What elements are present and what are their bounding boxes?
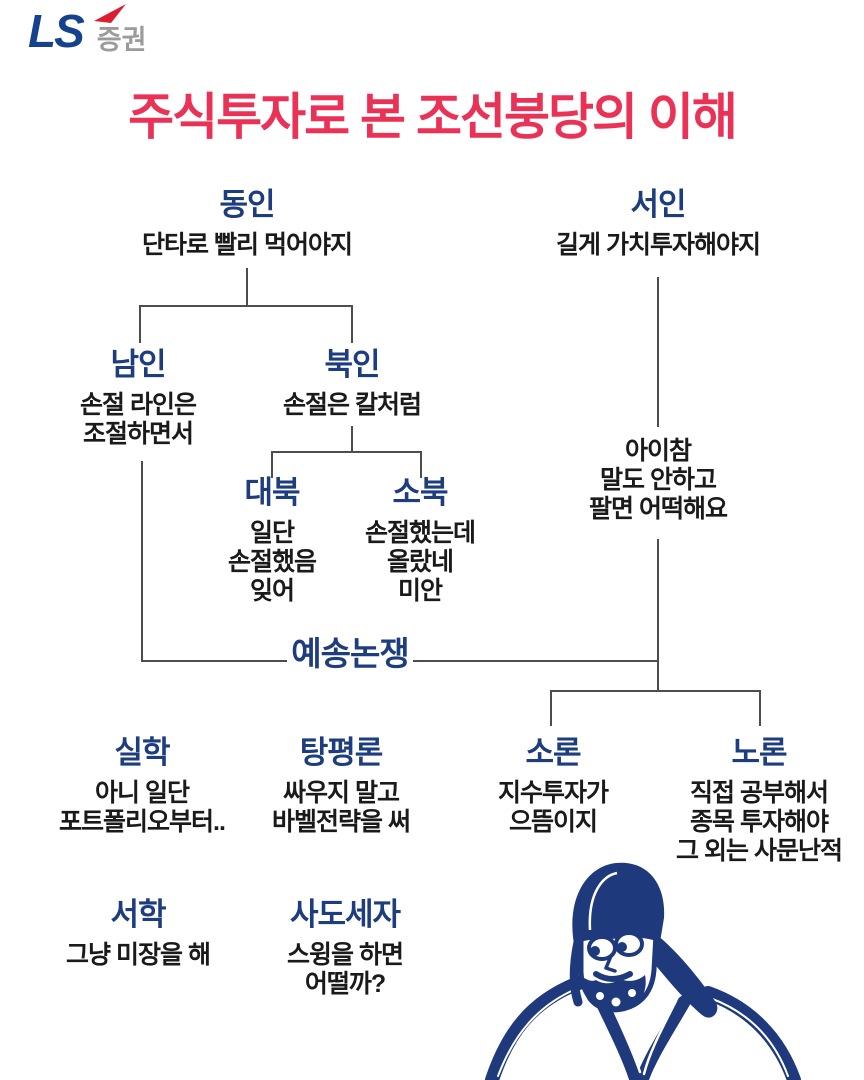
ls-securities-logo: LS 증권 <box>28 4 147 57</box>
connector-namin-drop <box>139 305 141 343</box>
node-debate-label: 예송논쟁 <box>291 635 409 672</box>
connector-dongin-stem <box>246 268 248 306</box>
node-seohak-label: 서학 <box>110 897 166 932</box>
node-namin-label: 남인 <box>110 347 166 382</box>
node-namin: 남인 손절 라인은 조절하면서 <box>38 347 238 449</box>
node-daebuk-desc: 일단 손절했음 잊어 <box>227 518 317 605</box>
node-daebuk-label: 대북 <box>244 475 300 510</box>
joseon-scholar-illustration <box>485 862 801 1080</box>
connector-soron-drop <box>550 690 552 726</box>
logo-arrow-icon <box>94 4 126 23</box>
node-noron-desc: 직접 공부해서 종목 투자해야 그 외는 사문난적 <box>676 778 843 865</box>
connector-west-branch <box>550 690 761 692</box>
node-dongin-label: 동인 <box>219 187 275 222</box>
node-soron-label: 소론 <box>525 735 581 770</box>
page-title: 주식투자로 본 조선붕당의 이해 <box>128 89 738 145</box>
node-soron: 소론 지수투자가 으뜸이지 <box>453 735 653 837</box>
node-silhak: 실학 아니 일단 포트폴리오부터.. <box>32 735 252 837</box>
connector-debate-left <box>141 660 287 662</box>
node-seohak-desc: 그냥 미장을 해 <box>66 940 211 969</box>
node-sadoseja: 사도세자 스윙을 하면 어떨까? <box>245 897 445 999</box>
node-tangpyeong-label: 탕평론 <box>299 735 384 770</box>
connector-namin-long-drop <box>141 461 143 662</box>
connector-buk-branch <box>271 451 422 453</box>
node-silhak-desc: 아니 일단 포트폴리오부터.. <box>59 778 226 836</box>
node-soron-desc: 지수투자가 으뜸이지 <box>497 778 609 836</box>
node-sobuk: 소북 손절했는데 올랐네 미안 <box>340 475 500 606</box>
node-bukin-desc: 손절은 칼처럼 <box>283 390 422 419</box>
connector-dongin-branch <box>139 305 353 307</box>
node-daebuk: 대북 일단 손절했음 잊어 <box>192 475 352 606</box>
node-debate: 예송논쟁 <box>270 635 430 672</box>
node-tangpyeong: 탕평론 싸우지 말고 바벨전략을 써 <box>231 735 451 837</box>
connector-bukin-stem <box>351 426 353 453</box>
node-seoin-label: 서인 <box>630 187 686 222</box>
node-sadoseja-desc: 스윙을 하면 어떨까? <box>287 940 404 998</box>
node-seoin-desc: 길게 가치투자해야지 <box>556 230 761 259</box>
node-sobuk-label: 소북 <box>392 475 448 510</box>
node-seoin-note: 아이참 말도 안하고 팔면 어떡해요 <box>548 437 768 524</box>
node-noron-label: 노론 <box>731 735 787 770</box>
node-seohak: 서학 그냥 미장을 해 <box>38 897 238 970</box>
node-bukin: 북인 손절은 칼처럼 <box>252 347 452 420</box>
connector-sobuk-drop <box>420 451 422 478</box>
node-dongin-desc: 단타로 빨리 먹어야지 <box>142 230 353 259</box>
connector-bukin-drop <box>351 305 353 343</box>
node-tangpyeong-desc: 싸우지 말고 바벨전략을 써 <box>272 778 411 836</box>
connector-noron-drop <box>759 690 761 726</box>
node-seoin: 서인 길게 가치투자해야지 <box>538 187 778 260</box>
node-sobuk-desc: 손절했는데 올랐네 미안 <box>364 518 476 605</box>
node-bukin-label: 북인 <box>324 347 380 382</box>
connector-seoin-stem-upper <box>657 277 659 427</box>
node-dongin: 동인 단타로 빨리 먹어야지 <box>127 187 367 260</box>
node-namin-desc: 손절 라인은 조절하면서 <box>80 390 197 448</box>
connector-daebuk-drop <box>271 451 273 478</box>
node-seoin-note-text: 아이참 말도 안하고 팔면 어떡해요 <box>589 437 728 523</box>
connector-west-drop <box>657 660 659 692</box>
node-silhak-label: 실학 <box>114 735 170 770</box>
logo-suffix-text: 증권 <box>96 24 147 55</box>
connector-seoin-stem-lower <box>657 539 659 662</box>
node-noron: 노론 직접 공부해서 종목 투자해야 그 외는 사문난적 <box>656 735 862 866</box>
logo-ls-text: LS <box>28 5 85 57</box>
node-sadoseja-label: 사도세자 <box>289 897 401 932</box>
connector-debate-right <box>413 660 659 662</box>
